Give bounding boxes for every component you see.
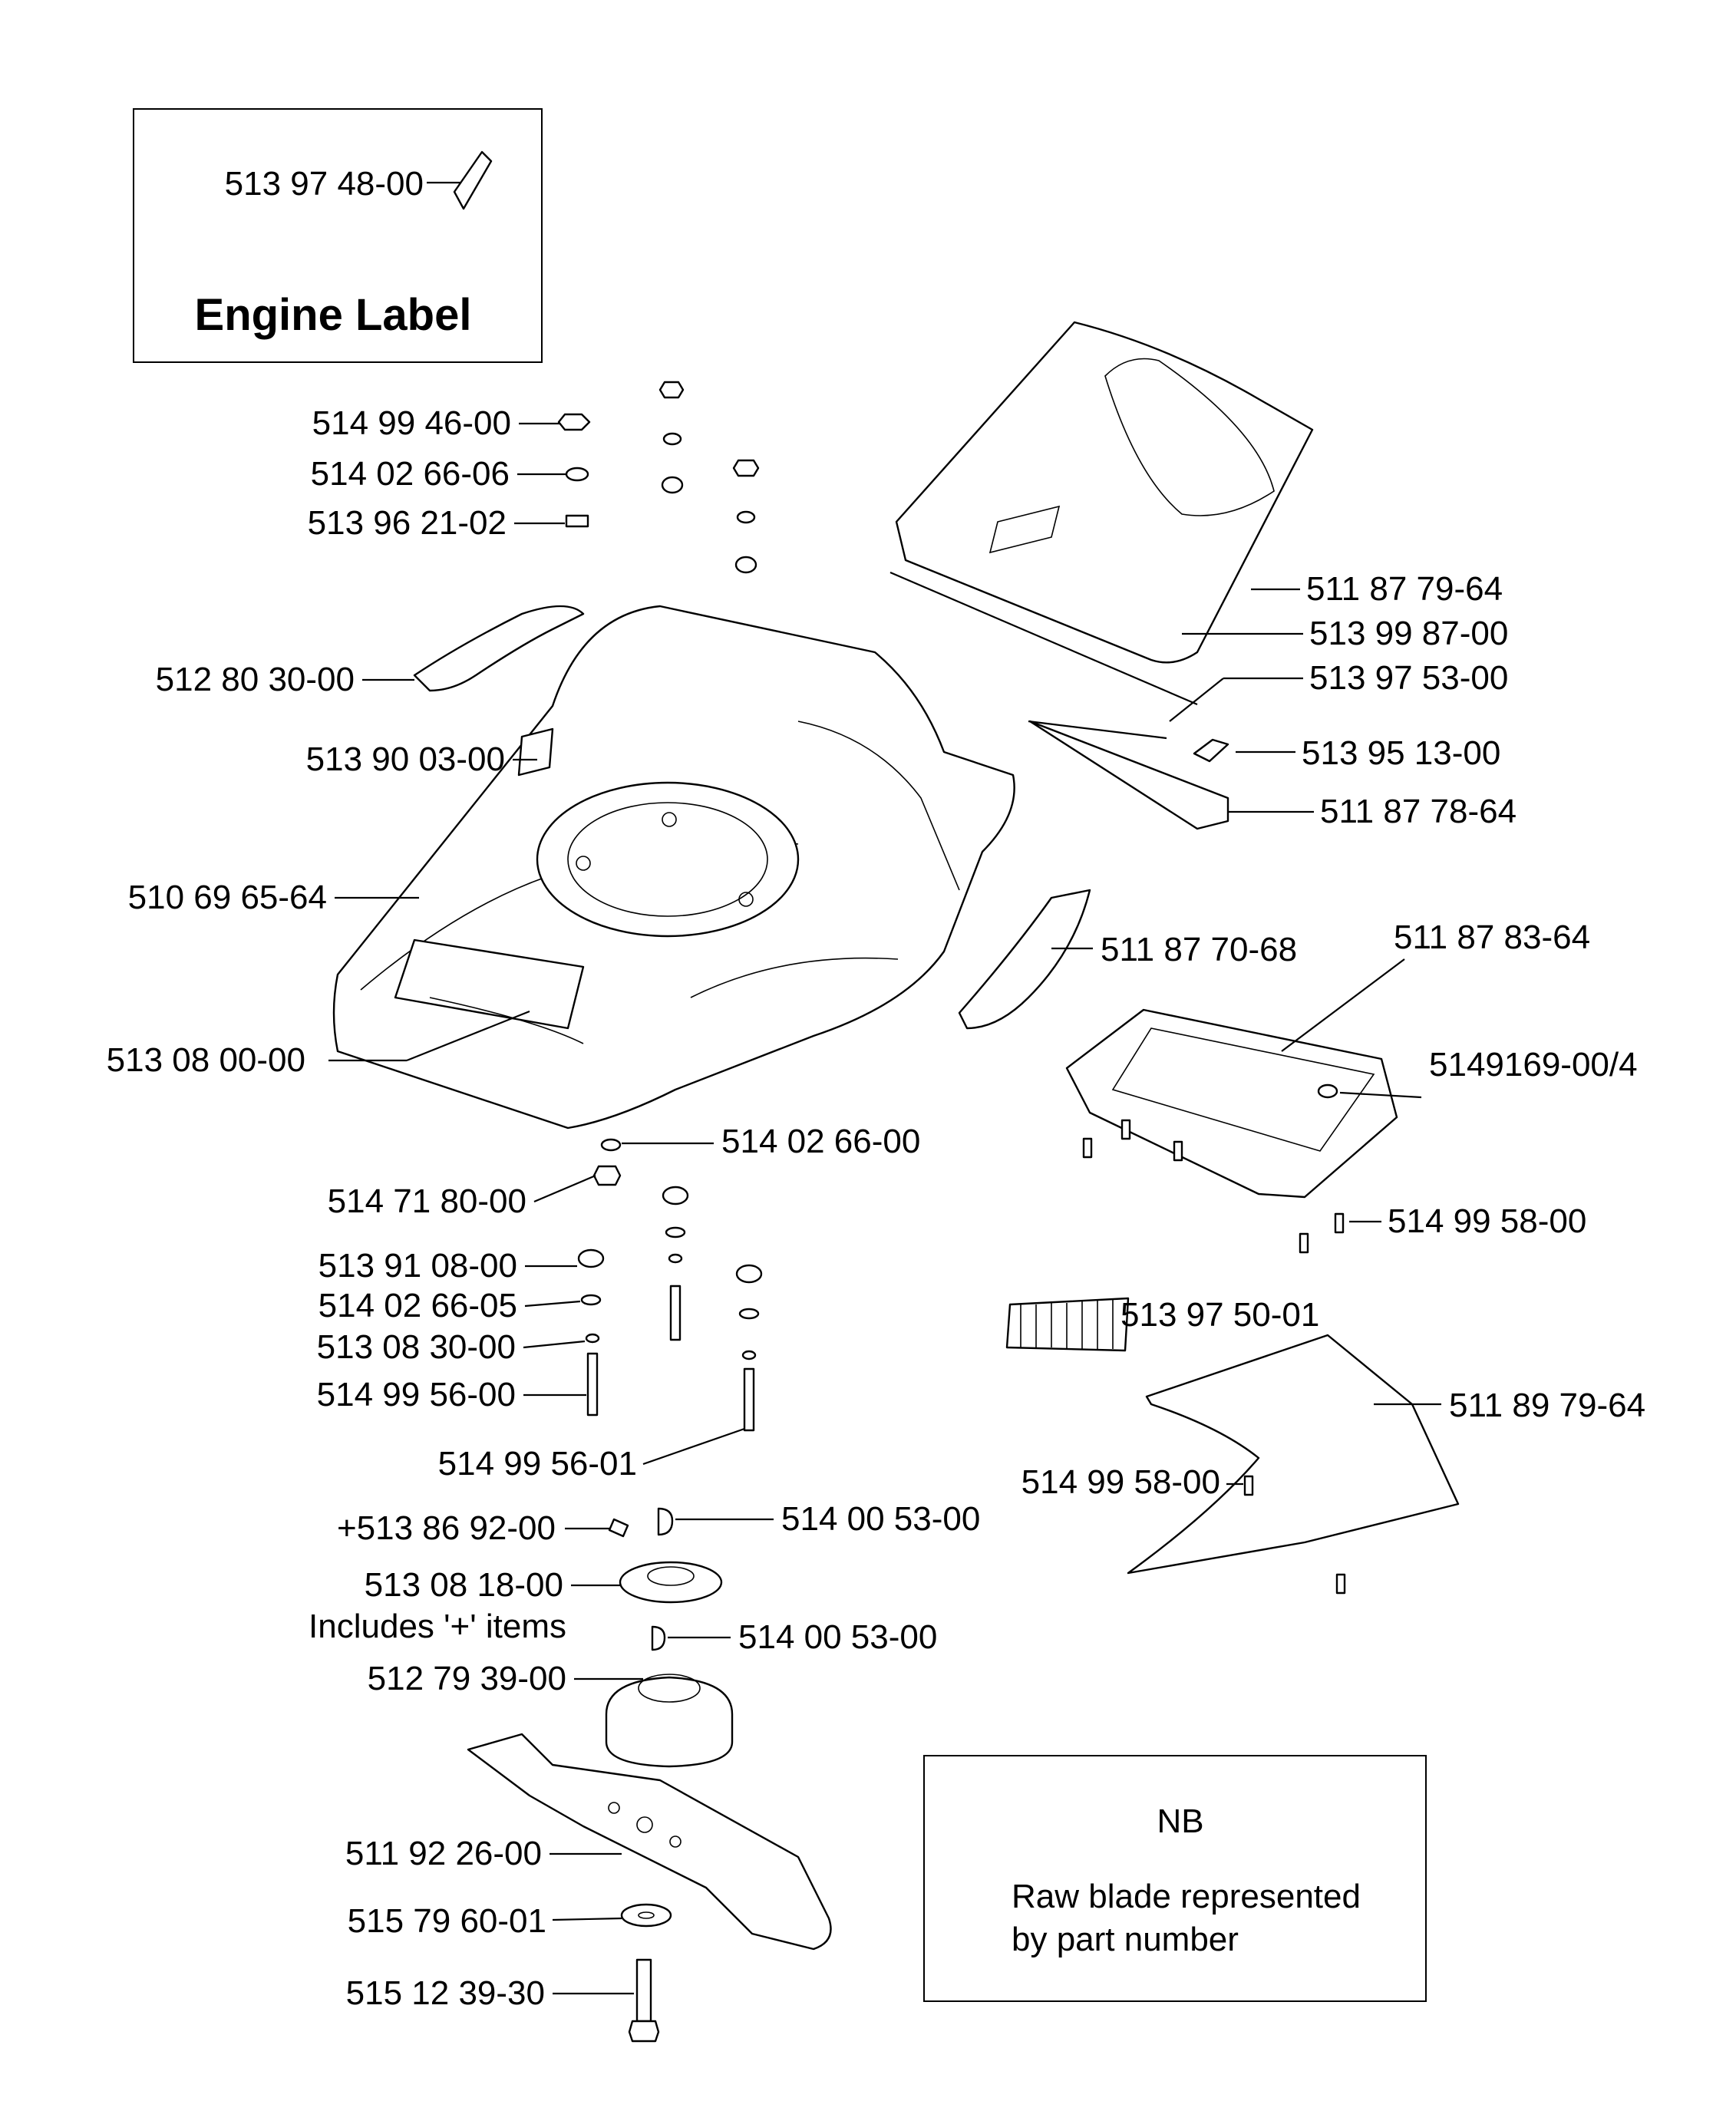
- set-screw-513-86-92-00: [608, 1518, 629, 1538]
- label-511-87-79-64: 511 87 79-64: [1306, 570, 1503, 608]
- bolt-515-12-39-30: [635, 1958, 652, 2023]
- engine-label-box: 513 97 48-00 Engine Label: [133, 108, 543, 363]
- label-513-97-50-01: 513 97 50-01: [1120, 1296, 1319, 1334]
- label-514-99-46-00: 514 99 46-00: [312, 404, 511, 442]
- label-514-99-58-00-b: 514 99 58-00: [1021, 1463, 1220, 1501]
- screws-tray: [1082, 1119, 1345, 1254]
- top-hardware-group: [557, 381, 760, 574]
- note-heading: NB: [1157, 1802, 1203, 1840]
- label-513-08-30-00: 513 08 30-00: [317, 1328, 516, 1366]
- label-513-08-00-00: 513 08 00-00: [107, 1041, 305, 1079]
- deck-label-513-08-00-00: [394, 938, 585, 1030]
- engine-label-sticker: [453, 150, 493, 210]
- label-514-99-56-01: 514 99 56-01: [438, 1445, 637, 1483]
- key-514-00-53-00-a: [657, 1507, 674, 1536]
- labels-right: 514 02 66-00 511 87 79-64 513 99 87-00 5…: [622, 570, 1645, 1656]
- label-511-87-83-64: 511 87 83-64: [1394, 919, 1590, 956]
- note-line-1: Raw blade represented: [1012, 1878, 1361, 1915]
- label-513-86-92-00: +513 86 92-00: [337, 1509, 556, 1547]
- washer-515-79-60-01: [620, 1903, 672, 1928]
- blade-drive-stack: [605, 1507, 734, 1768]
- label-513-99-87-00: 513 99 87-00: [1309, 615, 1508, 652]
- rear-flap: [889, 321, 1314, 706]
- washer-514-02-66-06: [565, 467, 589, 482]
- guard-511-89-79-64: [1127, 1334, 1460, 1575]
- label-515-79-60-01: 515 79 60-01: [348, 1902, 546, 1940]
- label-511-89-79-64: 511 89 79-64: [1449, 1387, 1645, 1424]
- key-514-00-53-00-b: [651, 1625, 666, 1651]
- center-hardware: [577, 1138, 763, 1432]
- label-514-02-66-05: 514 02 66-05: [318, 1287, 517, 1324]
- rod-513-99-87-00: [889, 571, 1198, 706]
- label-514-00-53-00-b: 514 00 53-00: [738, 1618, 937, 1656]
- label-514-99-58-00-a: 514 99 58-00: [1388, 1202, 1586, 1240]
- label-513-97-53-00: 513 97 53-00: [1309, 659, 1508, 697]
- label-514-02-66-06: 514 02 66-06: [311, 455, 510, 493]
- pulley-513-08-18-00: [619, 1561, 723, 1604]
- nut-514-99-46-00: [557, 413, 591, 431]
- handle-clip-511-87-70-68: [958, 889, 1091, 1030]
- note-box: NB Raw blade represented by part number: [923, 1755, 1427, 2002]
- label-513-91-08-00: 513 91 08-00: [318, 1247, 517, 1285]
- label-513-90-03-00: 513 90 03-00: [306, 740, 505, 778]
- part-label-513-97-48-00: 513 97 48-00: [225, 165, 424, 203]
- cap-nut-513-96-21-02: [565, 514, 589, 528]
- bracket-512-80-30-00: [413, 605, 585, 692]
- label-511-87-70-68: 511 87 70-68: [1101, 931, 1297, 968]
- label-5149169-00-4: 5149169-00/4: [1429, 1046, 1638, 1083]
- label-515-12-39-30: 515 12 39-30: [346, 1974, 545, 2012]
- note-line-2: by part number: [1012, 1921, 1239, 1958]
- label-511-87-78-64: 511 87 78-64: [1320, 793, 1517, 830]
- label-513-96-21-02: 513 96 21-02: [308, 504, 507, 542]
- labels-left: 514 99 46-00 514 02 66-06 513 96 21-02 5…: [107, 404, 745, 2012]
- label-510-69-65-64: 510 69 65-64: [128, 879, 327, 916]
- deck-housing: [332, 605, 1015, 1130]
- plate-511-87-78-64: [1028, 720, 1229, 830]
- mesh-513-97-50-01: [1005, 1297, 1130, 1352]
- label-514-02-66-00: 514 02 66-00: [721, 1123, 920, 1160]
- clip-5149169-00-4: [1317, 1083, 1338, 1099]
- label-514-99-56-00: 514 99 56-00: [317, 1376, 516, 1413]
- label-includes-plus-items: Includes '+' items: [309, 1608, 566, 1645]
- label-513-95-13-00: 513 95 13-00: [1302, 734, 1500, 772]
- label-514-00-53-00-a: 514 00 53-00: [781, 1500, 980, 1538]
- label-513-08-18-00: 513 08 18-00: [365, 1566, 563, 1604]
- blade-511-92-26-00: [467, 1733, 832, 1951]
- label-511-92-26-00: 511 92 26-00: [345, 1835, 542, 1872]
- hub-512-79-39-00: [605, 1676, 734, 1768]
- label-512-79-39-00: 512 79 39-00: [368, 1660, 566, 1697]
- label-514-71-80-00: 514 71 80-00: [328, 1182, 526, 1220]
- spring-513-95-13-00: [1193, 738, 1229, 763]
- tray-511-87-83-64: [1065, 1008, 1398, 1199]
- deck-badge-513-90-03-00: [517, 727, 554, 777]
- label-512-80-30-00: 512 80 30-00: [156, 661, 355, 698]
- engine-label-title: Engine Label: [195, 290, 472, 340]
